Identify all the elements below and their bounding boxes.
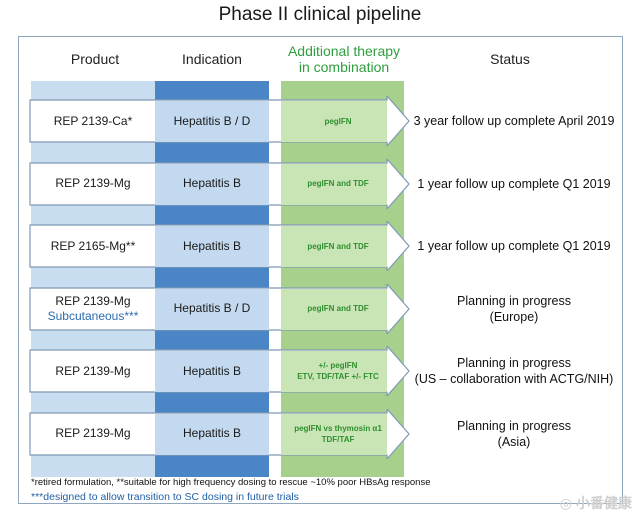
therapy-cell-bg bbox=[281, 163, 387, 205]
product-cell: REP 2139-Ca* bbox=[31, 100, 155, 142]
product-cell-text: REP 2165-Mg** bbox=[50, 238, 136, 253]
row-arrow bbox=[29, 221, 410, 271]
therapy-cell: +/- pegIFN ETV, TDF/TAF +/- FTC bbox=[281, 350, 395, 392]
product-cell-text: REP 2139-Mg bbox=[55, 176, 131, 190]
status-cell-text: (Asia) bbox=[497, 434, 531, 449]
status-cell-text: Planning in progress bbox=[457, 356, 571, 370]
header-indication: Indication bbox=[155, 37, 269, 81]
status-cell-text: Planning in progress bbox=[457, 418, 571, 433]
status-cell-text: 1 year follow up complete Q1 2019 bbox=[417, 176, 611, 191]
indication-cell-bg bbox=[155, 163, 269, 205]
therapy-cell-bg bbox=[281, 226, 387, 267]
product-column-band bbox=[31, 81, 159, 477]
indication-cell-text: Hepatitis B bbox=[182, 238, 242, 253]
product-cell-text: REP 2139-Ca* bbox=[53, 113, 133, 128]
status-cell-text: Planning in progress bbox=[457, 293, 571, 308]
row-arrow bbox=[29, 96, 410, 146]
therapy-cell-text: ETV, TDF/TAF +/- FTC bbox=[297, 372, 379, 381]
therapy-cell-text: pegIFN and TDF bbox=[307, 241, 369, 251]
footnote-2: ***designed to allow transition to SC do… bbox=[31, 491, 299, 503]
therapy-cell-bg bbox=[281, 288, 387, 330]
header-therapy-line2: in combination bbox=[298, 59, 390, 75]
row-arrow bbox=[29, 283, 410, 334]
status-cell: 3 year follow up complete April 2019 bbox=[409, 100, 619, 142]
header-status-label: Status bbox=[490, 51, 530, 67]
therapy-cell-bg bbox=[281, 351, 387, 392]
therapy-cell-text: pegIFN and TDF bbox=[307, 304, 369, 313]
product-cell: REP 2139-Mg bbox=[31, 350, 155, 392]
header-therapy-line1: Additional therapy bbox=[287, 43, 401, 59]
therapy-cell-bg bbox=[281, 413, 387, 455]
indication-cell: Hepatitis B / D bbox=[155, 288, 269, 330]
status-cell-text: (US – collaboration with ACTG/NIH) bbox=[414, 372, 614, 386]
status-cell: 1 year follow up complete Q1 2019 bbox=[409, 225, 619, 267]
indication-cell: Hepatitis B bbox=[155, 163, 269, 205]
indication-cell: Hepatitis B bbox=[155, 350, 269, 392]
indication-cell-bg bbox=[155, 351, 269, 392]
product-cell: REP 2139-Mg bbox=[31, 413, 155, 455]
header-product-label: Product bbox=[70, 51, 120, 67]
indication-cell-bg bbox=[155, 226, 269, 267]
therapy-cell: pegIFN bbox=[281, 100, 395, 142]
status-cell: Planning in progress (US – collaboration … bbox=[409, 350, 619, 392]
therapy-cell-bg bbox=[281, 101, 387, 142]
indication-cell-bg bbox=[155, 413, 269, 455]
indication-cell: Hepatitis B / D bbox=[155, 100, 269, 142]
status-cell-text: (Europe) bbox=[489, 309, 539, 324]
page-title: Phase II clinical pipeline bbox=[218, 4, 422, 25]
row-arrow bbox=[29, 346, 410, 396]
indication-cell-text: Hepatitis B bbox=[182, 363, 242, 378]
row-arrow bbox=[29, 158, 410, 209]
status-cell: Planning in progress(Europe) bbox=[409, 288, 619, 330]
pipeline-table: Product Indication Additional therapy in… bbox=[18, 36, 623, 504]
status-cell-text: 3 year follow up complete April 2019 bbox=[413, 114, 615, 128]
therapy-cell: pegIFN and TDF bbox=[281, 288, 395, 330]
watermark: ◎ 小番健康 bbox=[560, 493, 632, 513]
therapy-cell-text: pegIFN vs thymosin α1 bbox=[294, 423, 382, 433]
watermark-logo-icon: ◎ bbox=[559, 494, 572, 511]
watermark-text: 小番健康 bbox=[576, 495, 632, 511]
footnote-1: *retired formulation, **suitable for hig… bbox=[31, 477, 431, 488]
product-cell-text: REP 2139-Mg bbox=[55, 363, 131, 378]
product-cell-text: Subcutaneous*** bbox=[47, 308, 139, 323]
therapy-cell: pegIFN and TDF bbox=[281, 163, 395, 205]
therapy-cell-text: TDF/TAF bbox=[321, 434, 355, 444]
product-cell-text: REP 2139-Mg bbox=[55, 293, 131, 308]
indication-cell-text: Hepatitis B bbox=[182, 176, 242, 190]
product-cell: REP 2139-Mg bbox=[31, 163, 155, 205]
header-status: Status bbox=[404, 37, 616, 81]
therapy-cell: pegIFN and TDF bbox=[281, 225, 395, 267]
status-cell: Planning in progress(Asia) bbox=[409, 413, 619, 455]
header-therapy: Additional therapy in combination bbox=[269, 37, 419, 81]
header-indication-label: Indication bbox=[182, 51, 242, 67]
indication-column-band bbox=[155, 81, 269, 477]
row-arrow bbox=[29, 408, 410, 459]
indication-cell: Hepatitis B bbox=[155, 225, 269, 267]
header-product: Product bbox=[31, 37, 159, 81]
therapy-cell-text: pegIFN and TDF bbox=[307, 179, 369, 188]
status-cell-text: 1 year follow up complete Q1 2019 bbox=[417, 239, 611, 253]
indication-cell-bg bbox=[155, 101, 269, 142]
indication-cell-text: Hepatitis B / D bbox=[173, 113, 251, 128]
indication-cell-bg bbox=[155, 288, 269, 330]
indication-cell: Hepatitis B bbox=[155, 413, 269, 455]
therapy-cell-text: pegIFN bbox=[324, 116, 352, 126]
therapy-cell-text: +/- pegIFN bbox=[318, 361, 358, 370]
indication-cell-text: Hepatitis B bbox=[182, 426, 242, 440]
product-cell: REP 2165-Mg** bbox=[31, 225, 155, 267]
product-cell-text: REP 2139-Mg bbox=[55, 426, 131, 440]
status-cell: 1 year follow up complete Q1 2019 bbox=[409, 163, 619, 205]
indication-cell-text: Hepatitis B / D bbox=[173, 301, 251, 315]
therapy-column-band bbox=[281, 81, 404, 477]
